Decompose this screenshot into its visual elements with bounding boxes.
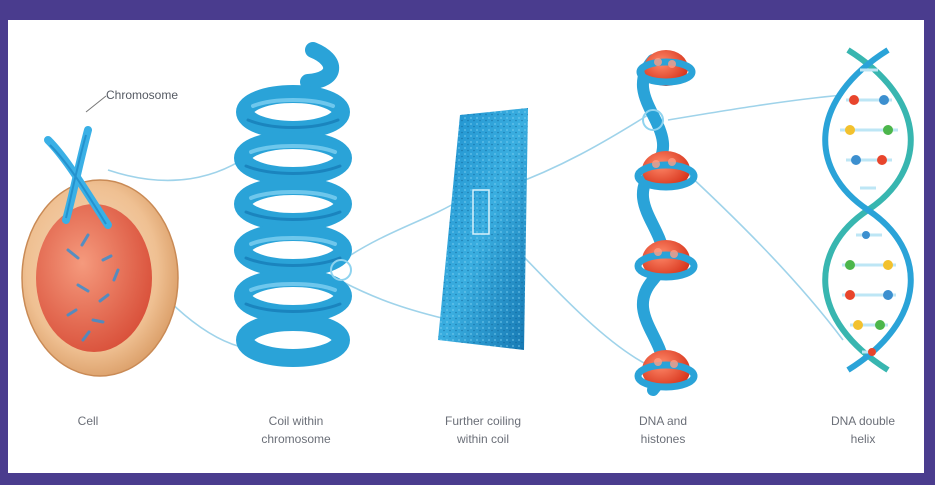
dna-histones-label: DNA and histones [613, 412, 713, 448]
double-helix-icon [825, 50, 911, 370]
cell-icon [22, 96, 178, 376]
double-helix-label-line2: helix [813, 430, 913, 448]
further-coiling-label: Further coiling within coil [418, 412, 548, 448]
diagram-panel: Chromosome Cell Coil within chromosome F… [8, 20, 924, 473]
cell-label: Cell [48, 412, 128, 430]
coil-label-line2: chromosome [236, 430, 356, 448]
further-label-line2: within coil [418, 430, 548, 448]
coil-icon [243, 50, 351, 358]
further-label-line1: Further coiling [418, 412, 548, 430]
chromosome-label: Chromosome [106, 88, 178, 102]
coil-label: Coil within chromosome [236, 412, 356, 448]
coil-label-line1: Coil within [236, 412, 356, 430]
cell-label-line1: Cell [48, 412, 128, 430]
double-helix-label-line1: DNA double [813, 412, 913, 430]
dna-histones-label-line2: histones [613, 430, 713, 448]
double-helix-label: DNA double helix [813, 412, 913, 448]
nucleosome-icon [638, 50, 694, 390]
chromatin-block-icon [438, 108, 528, 350]
dna-histones-label-line1: DNA and [613, 412, 713, 430]
